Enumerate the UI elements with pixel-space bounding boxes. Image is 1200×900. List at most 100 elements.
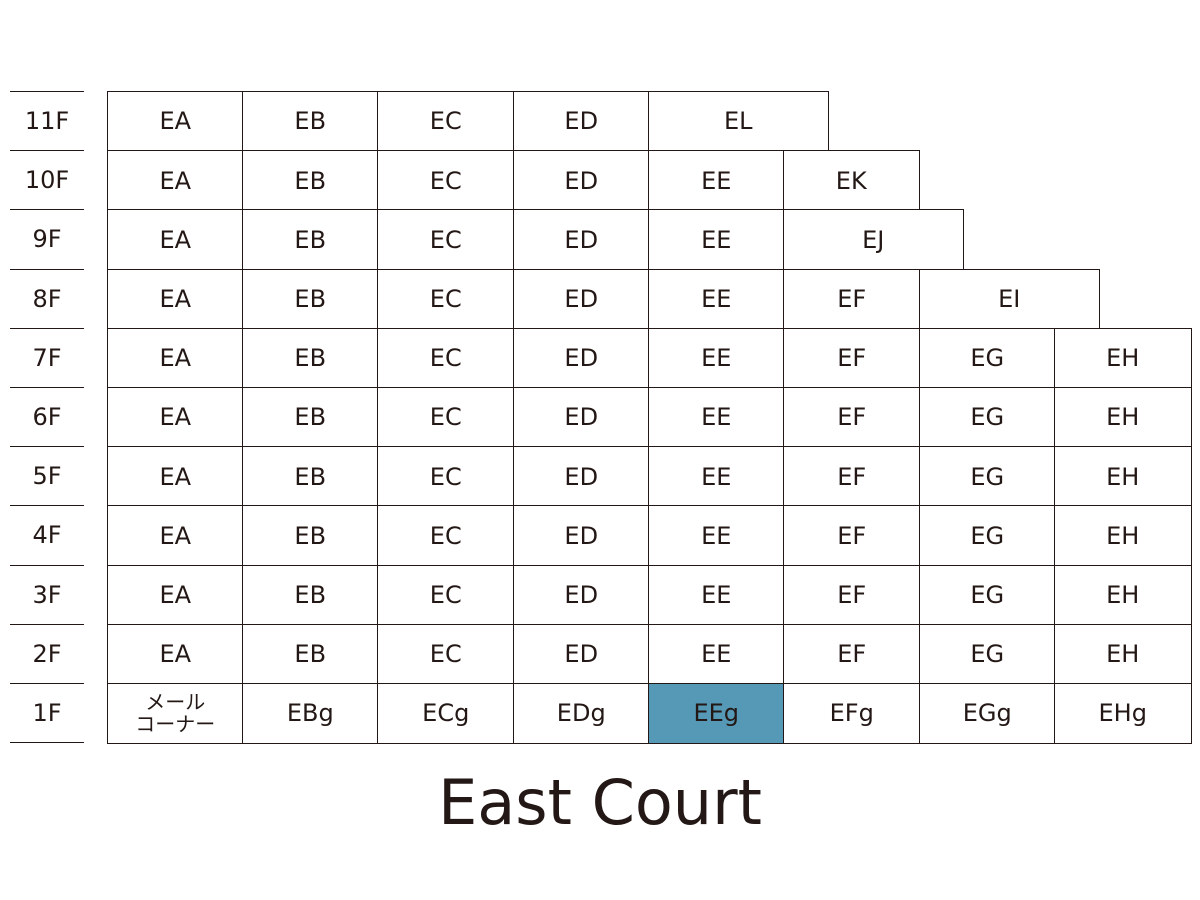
unit-cell[interactable]: EF xyxy=(783,327,921,389)
unit-cell[interactable]: EB xyxy=(242,268,379,330)
unit-cell[interactable]: EB xyxy=(242,564,379,626)
unit-label: EH xyxy=(1106,580,1140,609)
unit-cell[interactable]: EB xyxy=(242,387,379,448)
unit-cell[interactable]: EE xyxy=(648,150,785,211)
unit-cell[interactable]: ED xyxy=(513,505,650,567)
unit-cell[interactable]: EE xyxy=(648,268,785,330)
unit-cell[interactable]: EG xyxy=(919,387,1056,448)
unit-cell[interactable]: EB xyxy=(242,623,379,685)
unit-cell[interactable]: EB xyxy=(242,150,379,211)
unit-cell[interactable]: EA xyxy=(107,505,244,567)
unit-label: EE xyxy=(701,462,732,491)
unit-cell[interactable]: EEg xyxy=(648,683,785,744)
unit-cell[interactable]: メール コーナー xyxy=(107,683,244,744)
unit-cell[interactable]: ED xyxy=(513,564,650,626)
unit-cell[interactable]: EH xyxy=(1054,505,1192,567)
unit-cell[interactable]: EJ xyxy=(783,209,964,271)
unit-cell[interactable]: ED xyxy=(513,209,650,271)
unit-label: EHg xyxy=(1098,699,1147,728)
unit-cell[interactable]: EF xyxy=(783,268,921,330)
unit-cell[interactable]: EC xyxy=(377,564,515,626)
unit-cell[interactable]: ED xyxy=(513,91,650,152)
unit-cell[interactable]: EE xyxy=(648,505,785,567)
unit-cell[interactable]: ECg xyxy=(377,683,515,744)
unit-cell[interactable]: EL xyxy=(648,91,829,152)
unit-label: ED xyxy=(564,344,599,373)
unit-cell[interactable]: EG xyxy=(919,623,1056,685)
unit-cell[interactable]: EC xyxy=(377,623,515,685)
unit-label: EA xyxy=(159,166,192,195)
floor-label: 4F xyxy=(10,505,84,564)
unit-cell[interactable]: EHg xyxy=(1054,683,1192,744)
unit-cell[interactable]: EB xyxy=(242,505,379,567)
unit-cell[interactable]: EFg xyxy=(783,683,921,744)
unit-cell[interactable]: EC xyxy=(377,150,515,211)
unit-cell[interactable]: EA xyxy=(107,623,244,685)
unit-cell[interactable]: EH xyxy=(1054,564,1192,626)
unit-label: EA xyxy=(159,403,192,432)
unit-cell[interactable]: EF xyxy=(783,505,921,567)
unit-cell[interactable]: ED xyxy=(513,446,650,507)
unit-cell[interactable]: EB xyxy=(242,446,379,507)
unit-cell[interactable]: EA xyxy=(107,268,244,330)
unit-cell[interactable]: EC xyxy=(377,446,515,507)
unit-cell[interactable]: EG xyxy=(919,446,1056,507)
unit-cell[interactable]: EI xyxy=(919,268,1100,330)
unit-cell[interactable]: EF xyxy=(783,623,921,685)
unit-cell[interactable]: EH xyxy=(1054,446,1192,507)
unit-cell[interactable]: EC xyxy=(377,327,515,389)
unit-cell[interactable]: EG xyxy=(919,564,1056,626)
unit-cell[interactable]: EE xyxy=(648,623,785,685)
unit-cell[interactable]: EA xyxy=(107,327,244,389)
unit-cell[interactable]: EH xyxy=(1054,623,1192,685)
unit-cell[interactable]: EC xyxy=(377,387,515,448)
floor-label: 7F xyxy=(10,327,84,387)
unit-cell[interactable]: EA xyxy=(107,150,244,211)
unit-cell[interactable]: EG xyxy=(919,327,1056,389)
unit-cell[interactable]: EC xyxy=(377,91,515,152)
unit-label: EA xyxy=(159,107,192,136)
unit-cell[interactable]: EF xyxy=(783,564,921,626)
unit-cell[interactable]: ED xyxy=(513,623,650,685)
unit-cell[interactable]: ED xyxy=(513,268,650,330)
unit-cell[interactable]: EH xyxy=(1054,387,1192,448)
unit-label: EJ xyxy=(862,225,885,254)
unit-label: EK xyxy=(835,166,867,195)
unit-cell[interactable]: EA xyxy=(107,209,244,271)
unit-cell[interactable]: EB xyxy=(242,209,379,271)
unit-cell[interactable]: ED xyxy=(513,327,650,389)
unit-cell[interactable]: EF xyxy=(783,387,921,448)
unit-label: EFg xyxy=(829,699,874,728)
unit-cell[interactable]: EE xyxy=(648,209,785,271)
unit-label: EG xyxy=(970,640,1005,669)
unit-label: EB xyxy=(294,580,327,609)
unit-cell[interactable]: EC xyxy=(377,268,515,330)
unit-cell[interactable]: EC xyxy=(377,209,515,271)
unit-cell[interactable]: EDg xyxy=(513,683,650,744)
unit-cell[interactable]: EA xyxy=(107,91,244,152)
unit-label: EGg xyxy=(962,699,1012,728)
unit-cell[interactable]: EK xyxy=(783,150,920,211)
unit-cell[interactable]: EA xyxy=(107,446,244,507)
unit-cell[interactable]: ED xyxy=(513,150,650,211)
unit-cell[interactable]: EBg xyxy=(242,683,379,744)
unit-cell[interactable]: EE xyxy=(648,446,785,507)
unit-label: EC xyxy=(429,225,462,254)
unit-cell[interactable]: EE xyxy=(648,387,785,448)
unit-cell[interactable]: EG xyxy=(919,505,1056,567)
unit-cell[interactable]: EC xyxy=(377,505,515,567)
unit-label: EI xyxy=(998,284,1021,313)
unit-cell[interactable]: EB xyxy=(242,327,379,389)
unit-cell[interactable]: EE xyxy=(648,327,785,389)
unit-label: EC xyxy=(429,640,462,669)
floor-label: 8F xyxy=(10,268,84,328)
unit-cell[interactable]: ED xyxy=(513,387,650,448)
unit-cell[interactable]: EH xyxy=(1054,327,1192,389)
unit-cell[interactable]: EA xyxy=(107,564,244,626)
unit-cell[interactable]: EF xyxy=(783,446,921,507)
unit-cell[interactable]: EGg xyxy=(919,683,1056,744)
unit-cell[interactable]: EB xyxy=(242,91,379,152)
unit-cell[interactable]: EA xyxy=(107,387,244,448)
unit-cell[interactable]: EE xyxy=(648,564,785,626)
